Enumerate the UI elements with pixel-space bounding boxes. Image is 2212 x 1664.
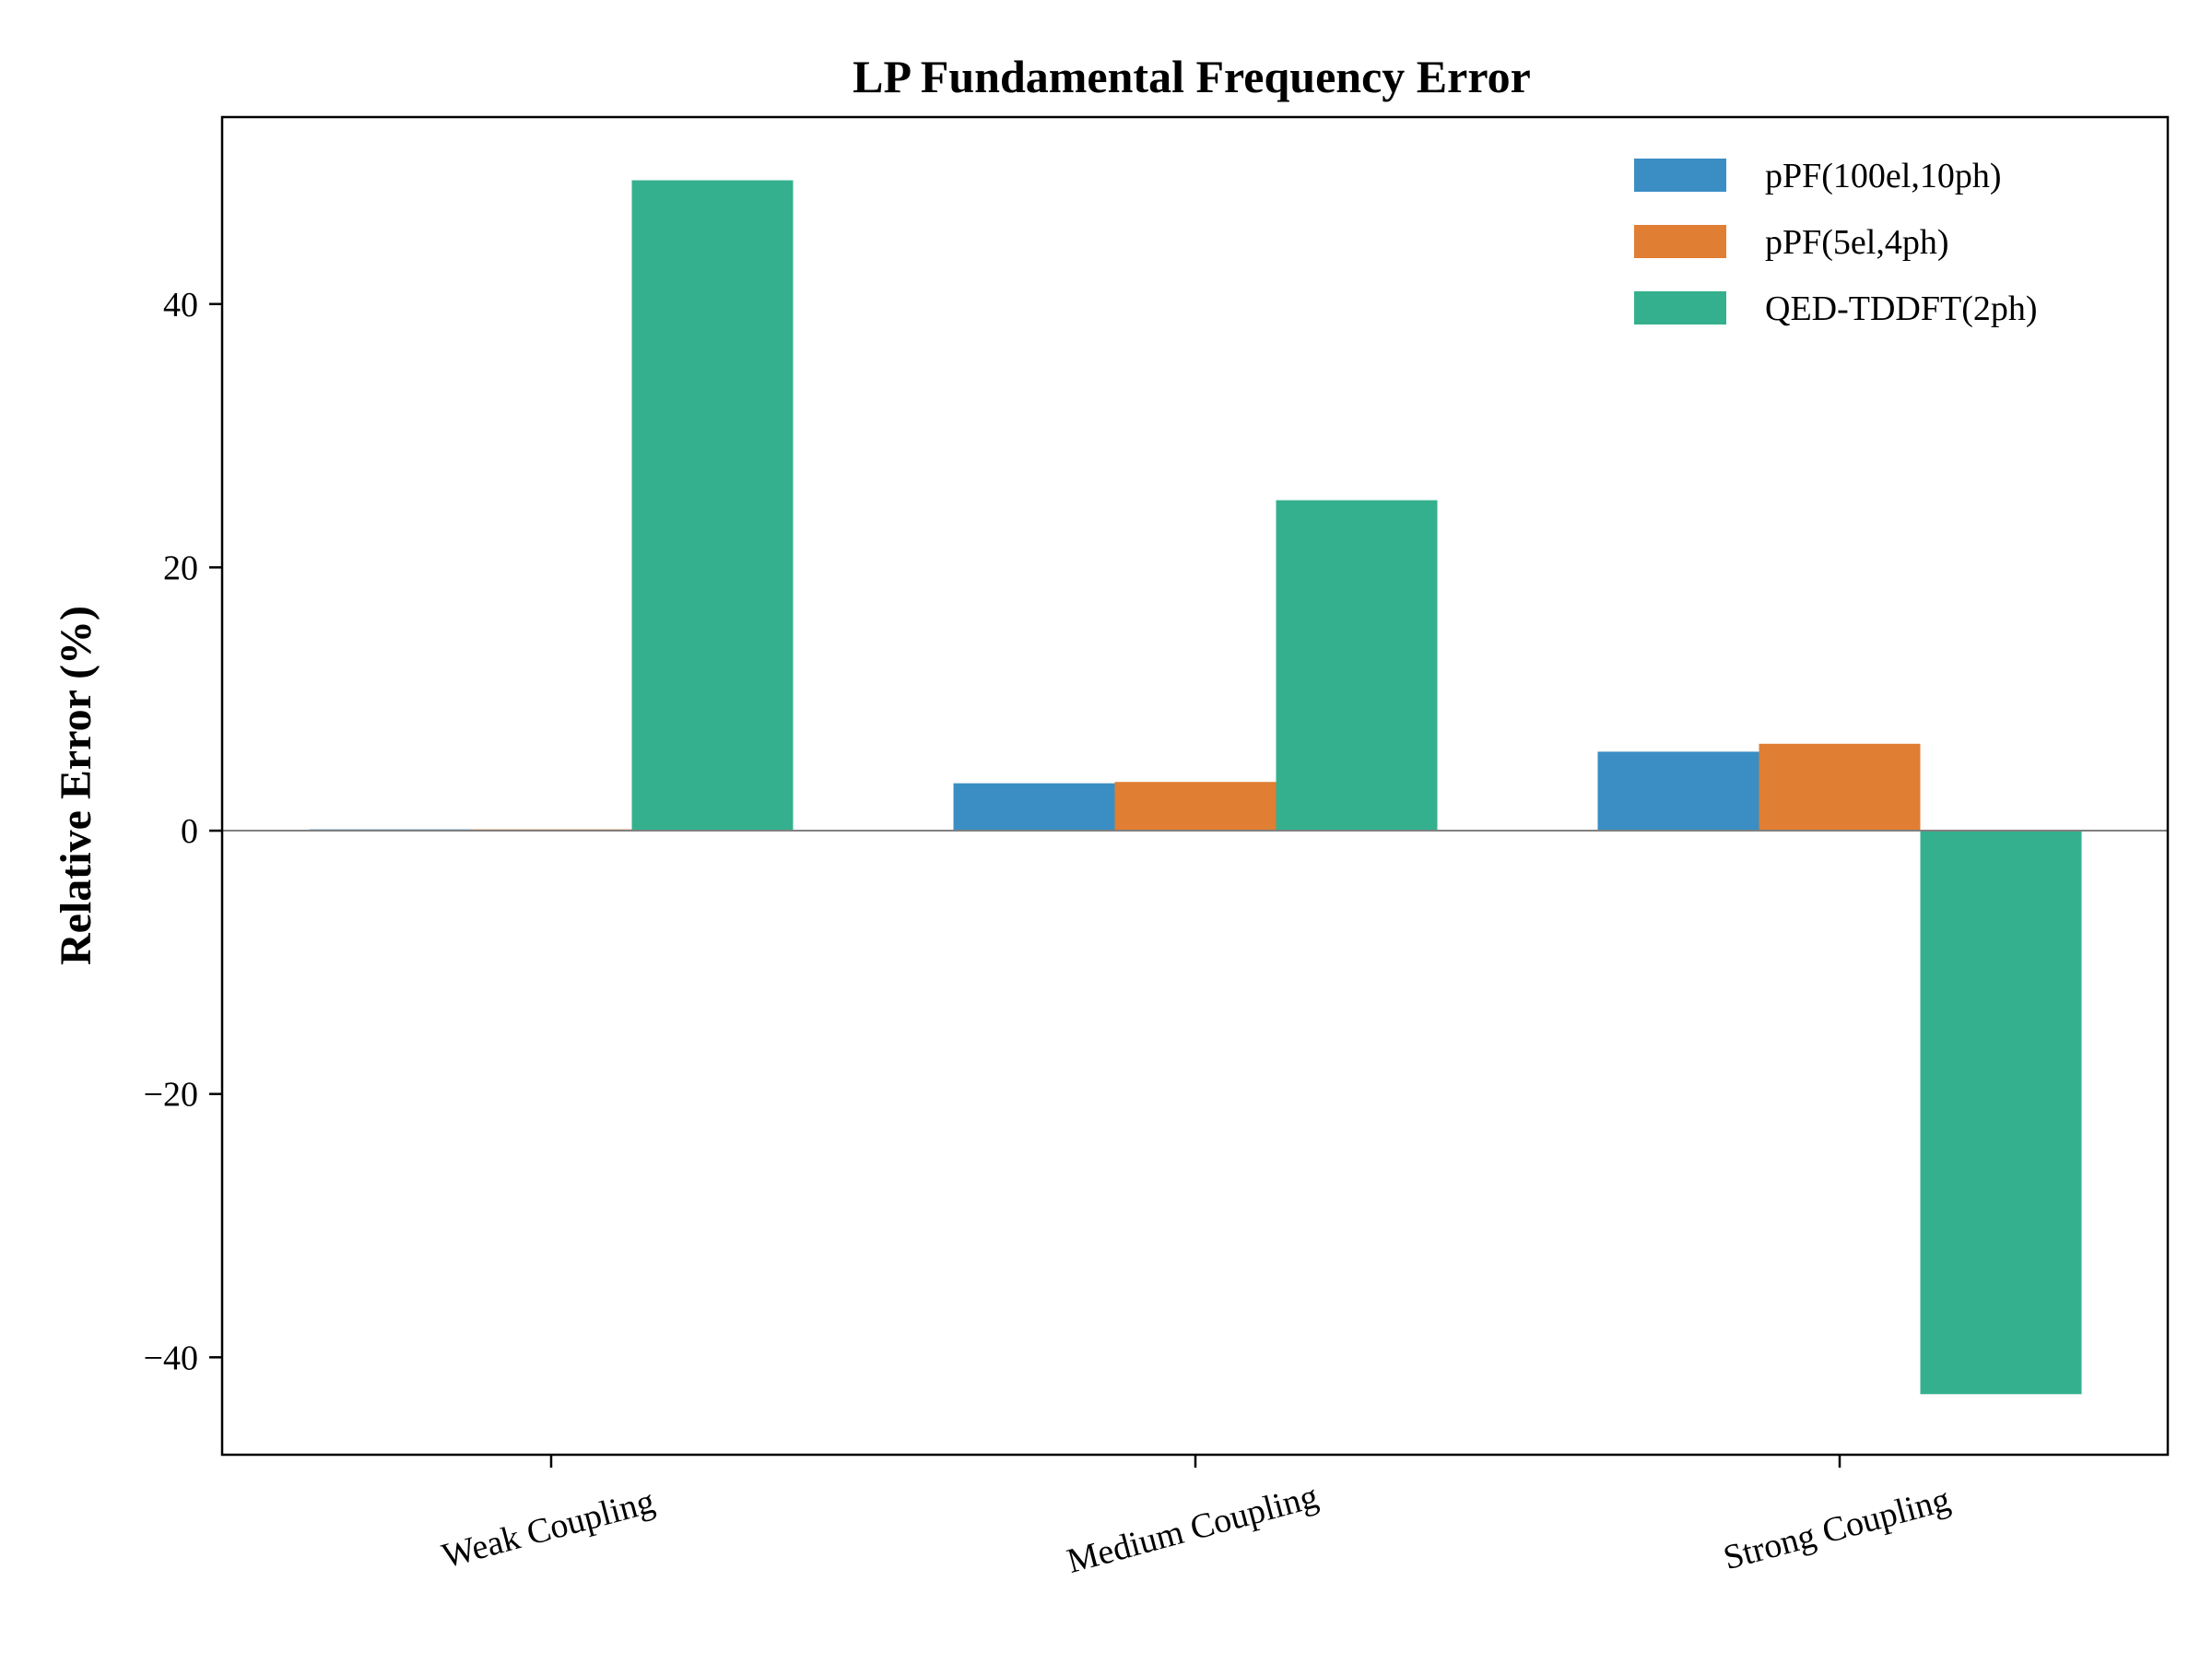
- y-tick-label: −20: [144, 1076, 198, 1115]
- x-tick-label: Weak Coupling: [438, 1482, 658, 1576]
- bar-1-3: [1597, 751, 1759, 832]
- y-tick-label: 0: [181, 812, 198, 851]
- y-tick-label: 40: [163, 286, 198, 325]
- bars-layer: [309, 180, 2082, 1395]
- bar-2-2: [1114, 782, 1277, 832]
- legend: pPF(100el,10ph) pPF(5el,4ph) QED-TDDFT(2ph…: [1634, 157, 2038, 328]
- bar-3-2: [1276, 500, 1438, 832]
- y-tick-label: 20: [163, 549, 198, 587]
- bar-2-3: [1759, 743, 1921, 832]
- x-tick-label: Strong Coupling: [1720, 1480, 1955, 1577]
- y-axis-label: Relative Error (%): [52, 606, 100, 965]
- y-tick-label: −40: [144, 1339, 198, 1377]
- bar-3-1: [631, 180, 794, 832]
- legend-swatch: [1634, 159, 1726, 192]
- legend-label: pPF(5el,4ph): [1765, 223, 1949, 262]
- legend-swatch: [1634, 225, 1726, 258]
- chart-title: LP Fundamental Frequency Error: [853, 51, 1531, 102]
- legend-label: QED-TDDFT(2ph): [1765, 289, 2038, 328]
- bar-1-2: [953, 783, 1115, 832]
- legend-swatch: [1634, 291, 1726, 325]
- bar-3-3: [1920, 831, 2082, 1395]
- x-tick-label: Medium Coupling: [1063, 1477, 1322, 1581]
- legend-label: pPF(100el,10ph): [1765, 157, 2002, 195]
